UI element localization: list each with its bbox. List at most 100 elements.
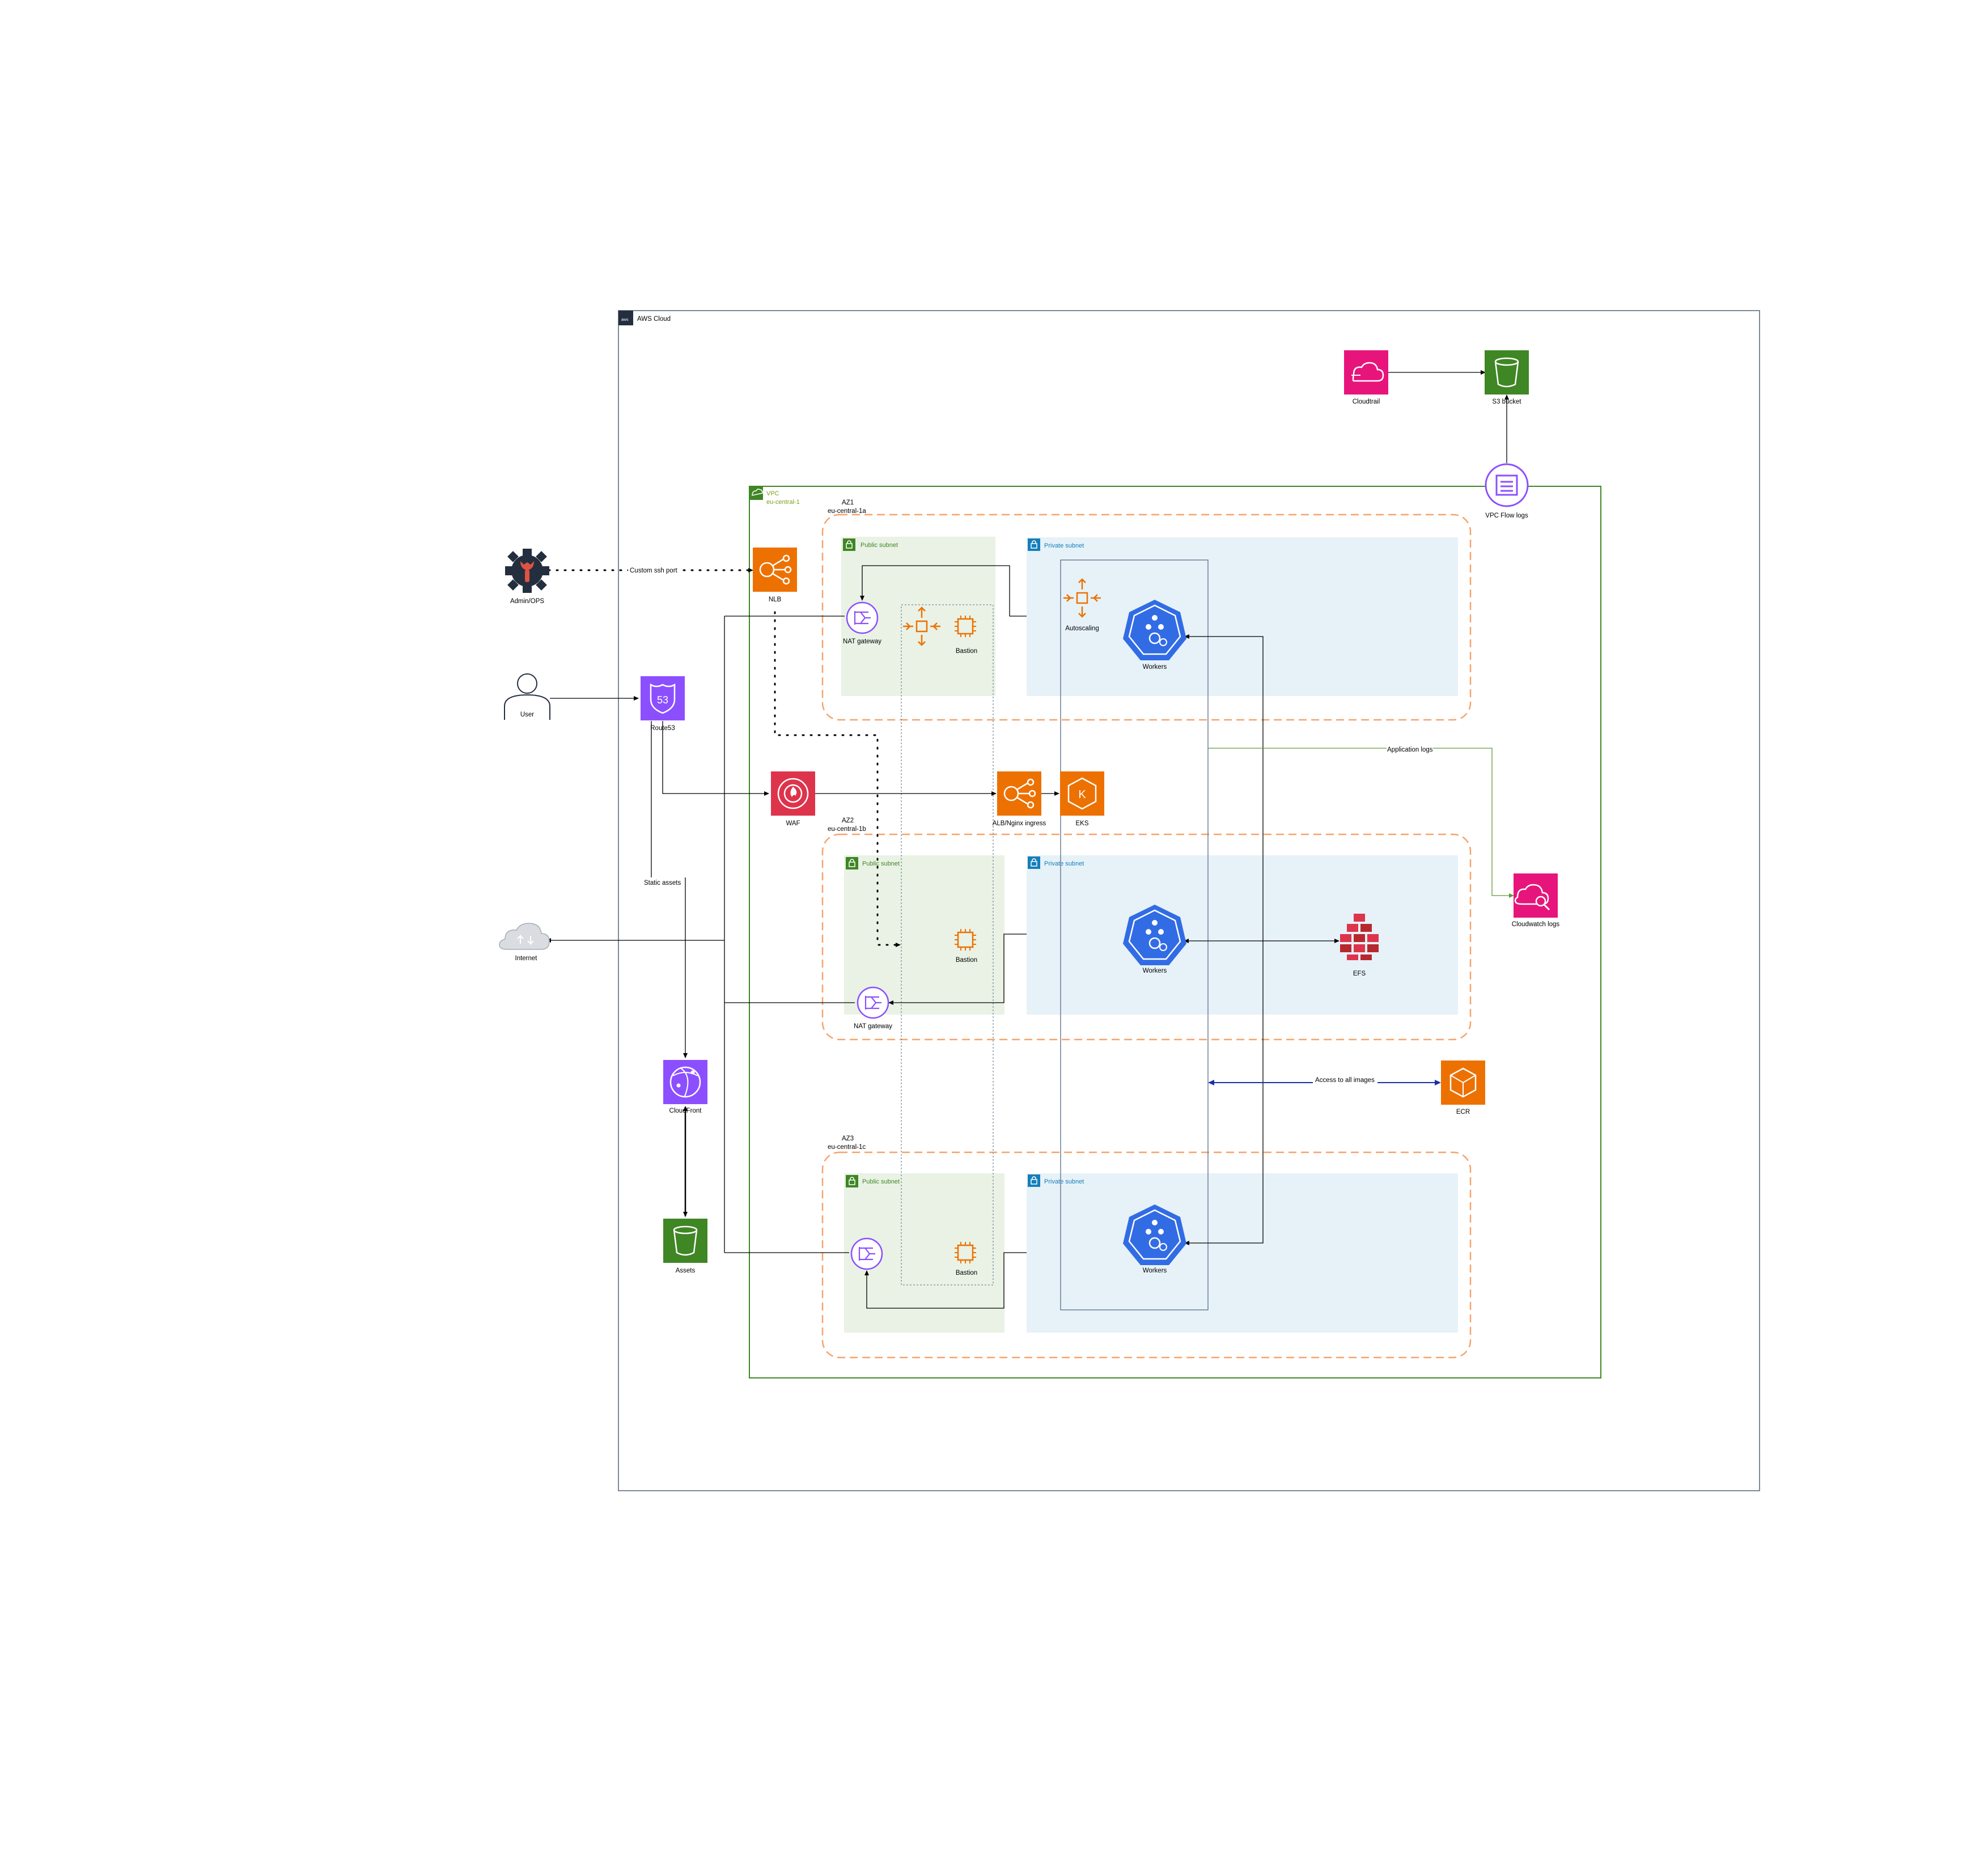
edge-efs-workers-az1 (1184, 634, 1264, 941)
public-subnet-label: Public subnet (862, 860, 900, 867)
ec2-instance-icon (955, 1242, 976, 1263)
autoscaling-icon (1063, 578, 1101, 618)
public-subnet-az3: Public subnet (844, 1173, 1004, 1333)
aws-cloud-group: aws AWS Cloud (618, 310, 1760, 1491)
efs-label: EFS (1353, 970, 1366, 977)
internet-cloud-icon (499, 923, 550, 950)
cloudfront-node[interactable]: CloudFront (663, 1060, 707, 1114)
az3-box (821, 1151, 1472, 1359)
private-subnet-az1: Private subnet (1027, 537, 1458, 696)
cloudfront-label: CloudFront (669, 1108, 702, 1114)
nat-gateway-icon (857, 986, 889, 1019)
vpc-flow-logs-node[interactable]: VPC Flow logs (1485, 463, 1529, 519)
s3-bucket-label: S3 bucket (1492, 398, 1521, 405)
svg-text:aws: aws (621, 318, 629, 322)
bastion-label: Bastion (956, 957, 977, 964)
bastion-az3[interactable]: Bastion (955, 1242, 977, 1276)
bastion-autoscaling-icon (903, 606, 940, 646)
cloudwatch-logs-icon (1514, 873, 1558, 918)
public-subnet-label: Public subnet (862, 1178, 900, 1185)
vpc-region: eu-central-1 (766, 499, 800, 506)
nat-gateway-az2[interactable]: NAT gateway (854, 986, 892, 1030)
public-subnet-label: Public subnet (861, 542, 898, 549)
gear-wrench-icon (505, 549, 549, 593)
edge-label-custom-ssh: Custom ssh port (630, 567, 678, 574)
bastion-az2[interactable]: Bastion (955, 929, 977, 964)
workers-label: Workers (1143, 968, 1167, 974)
internet-node[interactable]: Internet (499, 923, 550, 962)
svg-text:53: 53 (657, 694, 668, 706)
vpc-label: VPC (766, 490, 779, 497)
workers-az2[interactable]: Workers (1123, 905, 1186, 974)
az2-title: AZ2 (842, 817, 854, 824)
cloudtrail-label: Cloudtrail (1353, 398, 1380, 405)
svg-text:K: K (1078, 788, 1086, 801)
efs-node[interactable]: EFS (1340, 914, 1379, 977)
edge-route53-cloudfront (651, 721, 688, 1058)
autoscaling-node[interactable]: Autoscaling (1063, 578, 1101, 632)
edge-label-access-images: Access to all images (1315, 1077, 1375, 1084)
edge-private-nat-az1 (860, 565, 1027, 617)
nlb-node[interactable]: NLB (753, 548, 797, 603)
assets-label: Assets (676, 1267, 696, 1274)
private-subnet-label: Private subnet (1044, 1178, 1084, 1185)
eks-label: EKS (1075, 820, 1088, 827)
az1-region: eu-central-1a (828, 508, 866, 515)
ecr-node[interactable]: ECR (1441, 1060, 1485, 1115)
eks-node[interactable]: K EKS (1060, 771, 1104, 827)
waf-label: WAF (786, 820, 800, 827)
bastion-az1[interactable]: Bastion (955, 616, 977, 655)
cloudtrail-icon (1344, 350, 1388, 394)
private-subnet-az3: Private subnet (1027, 1173, 1458, 1333)
admin-ops-node[interactable]: Admin/OPS (505, 549, 549, 605)
bastion-label: Bastion (956, 1270, 977, 1276)
edge-private-nat-az3 (864, 1252, 1027, 1309)
nat-gateway-label: NAT gateway (843, 638, 881, 645)
efs-icon (1340, 914, 1379, 960)
user-node[interactable]: User (504, 673, 550, 720)
s3-bucket-icon (663, 1219, 707, 1263)
s3-bucket-node[interactable]: S3 bucket (1485, 350, 1529, 405)
nat-gateway-icon (846, 601, 879, 634)
nlb-label: NLB (769, 596, 782, 603)
kubernetes-workers-icon (1123, 600, 1186, 660)
edge-app-logs (1208, 748, 1514, 898)
workers-label: Workers (1143, 664, 1167, 671)
bastion-label: Bastion (956, 648, 977, 655)
aws-cloud-label: AWS Cloud (637, 316, 671, 323)
workers-asg-outline (1060, 559, 1209, 1310)
user-icon (504, 673, 550, 720)
vpc-flow-logs-label: VPC Flow logs (1485, 512, 1528, 519)
az1-title: AZ1 (842, 499, 854, 506)
user-label: User (520, 711, 534, 718)
nat-gateway-az3[interactable] (850, 1237, 883, 1270)
edge-label-app-logs: Application logs (1387, 746, 1433, 753)
autoscaling-label: Autoscaling (1065, 625, 1099, 632)
bastion-asg-outline (901, 604, 994, 1286)
kubernetes-workers-icon (1123, 1204, 1186, 1265)
alb-node[interactable]: ALB/Nginx ingress (993, 771, 1046, 827)
az3-region: eu-central-1c (828, 1144, 866, 1151)
route53-node[interactable]: 53 Route53 (641, 676, 685, 732)
waf-node[interactable]: WAF (771, 771, 815, 827)
nat-gateway-az1[interactable]: NAT gateway (843, 601, 881, 645)
alb-label: ALB/Nginx ingress (993, 820, 1046, 827)
admin-ops-label: Admin/OPS (510, 598, 544, 605)
private-subnet-az2: Private subnet (1027, 855, 1458, 1015)
ec2-instance-icon (955, 616, 976, 637)
private-subnet-label: Private subnet (1044, 542, 1084, 549)
cloudtrail-node[interactable]: Cloudtrail (1344, 350, 1388, 405)
cloudwatch-logs-node[interactable]: Cloudwatch logs (1512, 873, 1560, 928)
edge-efs-workers-az3 (1184, 941, 1264, 1245)
nat-gateway-label: NAT gateway (854, 1023, 892, 1030)
workers-az1[interactable]: Workers (1123, 600, 1186, 671)
edge-private-nat-az2 (888, 934, 1027, 1005)
edge-label-static-assets: Static assets (644, 880, 681, 886)
assets-node[interactable]: Assets (663, 1219, 707, 1274)
cloudfront-icon (663, 1060, 707, 1104)
kubernetes-workers-icon (1123, 905, 1186, 965)
workers-az3[interactable]: Workers (1123, 1204, 1186, 1274)
edge-route53-waf (662, 721, 769, 796)
aws-cloud-icon (618, 311, 633, 325)
